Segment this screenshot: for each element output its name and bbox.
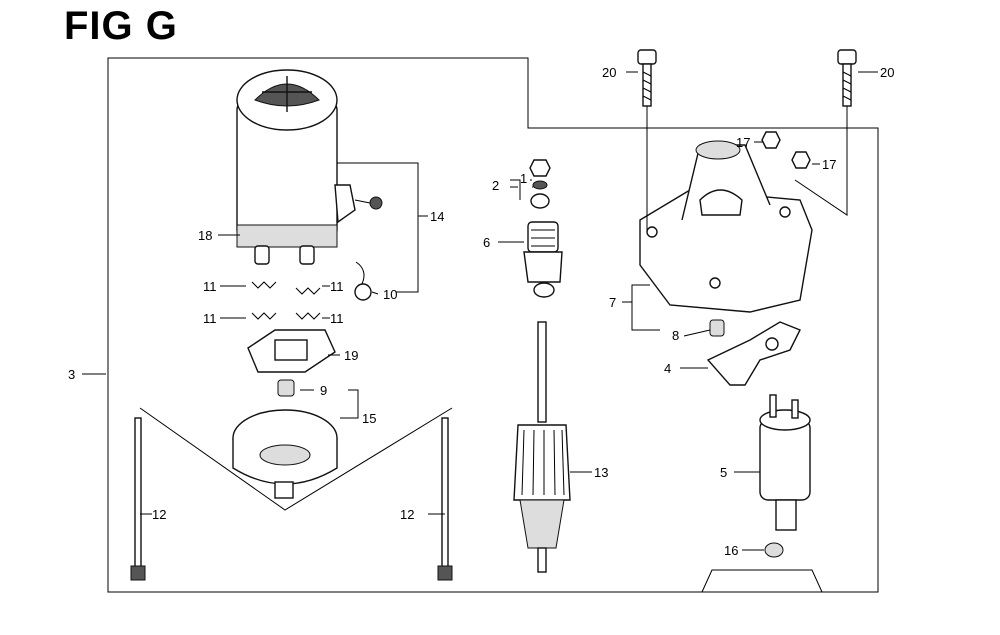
motor-yoke-icon [236,69,383,265]
part-label-13: 13 [594,465,608,480]
part-label-12: 12 [152,507,166,522]
part-label-9: 9 [320,383,327,398]
part-label-20: 20 [880,65,894,80]
bushing-icon [277,379,295,397]
housing-bolt-icon [637,49,857,107]
bolt-guide-lines [139,407,453,511]
part-label-11: 11 [330,311,344,326]
part-label-11: 11 [203,279,217,294]
part-label-2: 2 [492,178,499,193]
part-label-10: 10 [383,287,397,302]
part-label-18: 18 [198,228,212,243]
assembly-frame [107,57,879,593]
part-label-1: 1 [520,171,527,186]
part-label-12: 12 [400,507,414,522]
part-label-5: 5 [720,465,727,480]
part-label-11: 11 [330,279,344,294]
brush-springs-icon [251,281,321,320]
part-label-17: 17 [736,135,750,150]
end-cover-icon [232,409,338,499]
part-label-7: 7 [609,295,616,310]
clip-icon [354,261,372,301]
part-label-20: 20 [602,65,616,80]
part-label-16: 16 [724,543,738,558]
nut-icon [761,131,811,169]
pinion-gear-icon [523,159,563,298]
frame-base-notch [701,569,823,593]
plug-icon [709,319,725,337]
armature-icon [513,321,571,573]
part-label-15: 15 [362,411,376,426]
shift-lever-icon [706,321,801,386]
cap-icon [764,542,784,558]
part-label-11: 11 [203,311,217,326]
part-label-3: 3 [68,367,75,382]
leader-lines [82,71,878,551]
figure-title: FIG G [64,4,178,48]
brush-holder-icon [247,329,336,373]
part-label-4: 4 [664,361,671,376]
front-housing-icon [639,140,813,313]
part-label-17: 17 [822,157,836,172]
part-label-8: 8 [672,328,679,343]
through-bolt-icon [130,417,453,581]
bolt-guide-line-right [794,106,848,216]
part-label-6: 6 [483,235,490,250]
part-label-19: 19 [344,348,358,363]
part-label-14: 14 [430,209,444,224]
solenoid-icon [759,394,811,531]
